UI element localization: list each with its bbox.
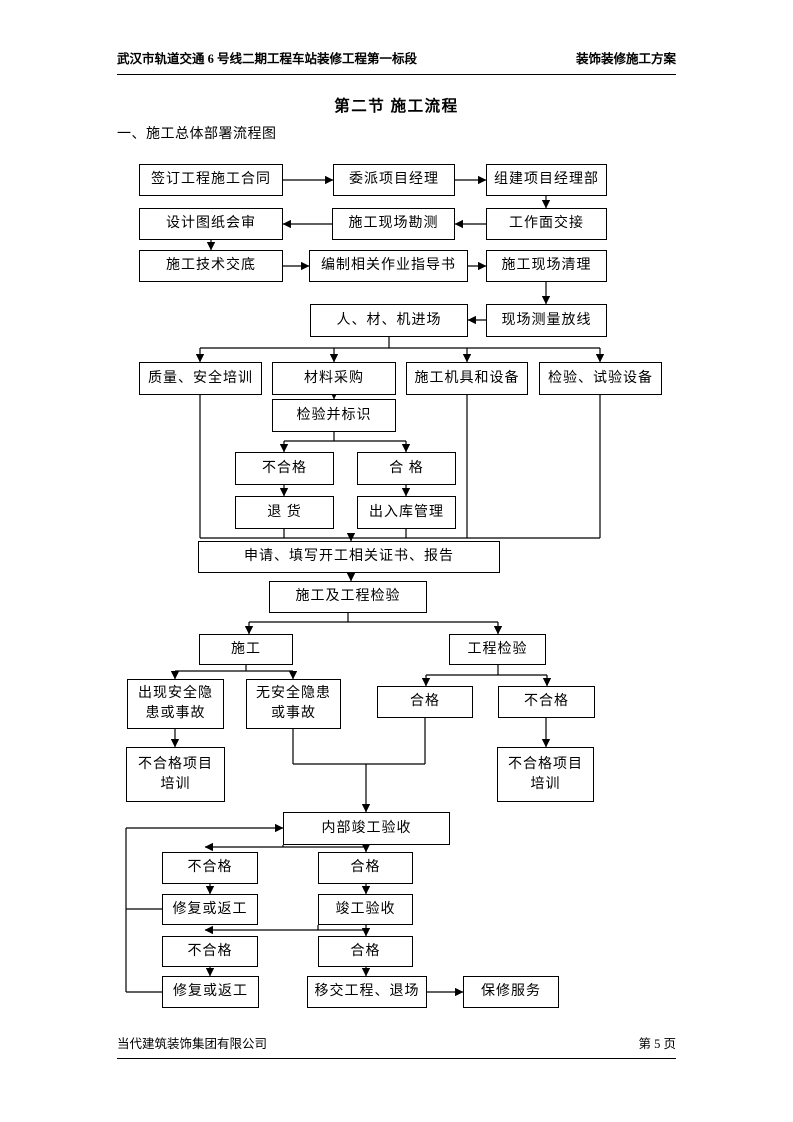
header-left-text: 武汉市轨道交通 6 号线二期工程车站装修工程第一标段 xyxy=(117,52,418,66)
flow-node-construction-site-survey: 施工现场勘测 xyxy=(332,208,455,240)
flow-node-internal-qualified: 合格 xyxy=(318,852,413,884)
section-title: 第二节 施工流程 xyxy=(334,98,459,115)
flow-node-project-inspection: 工程检验 xyxy=(449,634,546,665)
flow-node-personnel-material-machine-entry: 人、材、机进场 xyxy=(310,304,468,337)
flow-node-repair-or-rework-1: 修复或返工 xyxy=(162,894,258,925)
flow-node-final-unqualified: 不合格 xyxy=(162,936,258,967)
flow-node-warehouse-management: 出入库管理 xyxy=(357,496,456,529)
flow-node-repair-or-rework-2: 修复或返工 xyxy=(162,976,259,1008)
flow-node-inspection-unqualified: 不合格 xyxy=(498,686,595,718)
page-header: 武汉市轨道交通 6 号线二期工程车站装修工程第一标段 装饰装修施工方案 xyxy=(117,48,676,75)
flow-node-material-unqualified: 不合格 xyxy=(235,452,334,485)
flow-node-internal-unqualified: 不合格 xyxy=(162,852,258,884)
flow-node-warranty-service: 保修服务 xyxy=(463,976,559,1008)
flow-node-compile-work-instructions: 编制相关作业指导书 xyxy=(309,250,468,282)
flow-node-form-pm-department: 组建项目经理部 xyxy=(486,164,607,196)
flow-node-completion-acceptance: 竣工验收 xyxy=(318,894,413,925)
flow-node-safety-hazard-or-accident: 出现安全隐 患或事故 xyxy=(127,679,224,729)
flow-node-construction-tools-equipment: 施工机具和设备 xyxy=(406,362,528,395)
flow-node-inspection-qualified: 合格 xyxy=(377,686,473,718)
flow-node-site-cleanup: 施工现场清理 xyxy=(486,250,607,282)
flow-node-inspect-and-mark: 检验并标识 xyxy=(272,399,396,432)
flow-node-drawing-joint-review: 设计图纸会审 xyxy=(139,208,283,240)
flow-node-technical-disclosure: 施工技术交底 xyxy=(139,250,283,282)
flow-node-workface-handover: 工作面交接 xyxy=(486,208,607,240)
flow-node-unqualified-project-training-right: 不合格项目 培训 xyxy=(497,747,594,802)
flowchart-subtitle: 一、施工总体部署流程图 xyxy=(117,127,277,142)
footer-company-text: 当代建筑装饰集团有限公司 xyxy=(117,1037,268,1051)
flow-node-construction: 施工 xyxy=(199,634,293,665)
flow-node-return-goods: 退 货 xyxy=(235,496,334,529)
flow-node-site-measure-setting-out: 现场测量放线 xyxy=(486,304,607,337)
flow-node-quality-safety-training: 质量、安全培训 xyxy=(139,362,262,395)
flow-node-material-procurement: 材料采购 xyxy=(272,362,396,395)
flow-node-no-safety-hazard-or-accident: 无安全隐患 或事故 xyxy=(246,679,341,729)
flow-node-inspection-test-equipment: 检验、试验设备 xyxy=(539,362,662,395)
flow-node-construction-and-inspection: 施工及工程检验 xyxy=(269,581,427,613)
flow-node-material-qualified: 合 格 xyxy=(357,452,456,485)
flow-node-unqualified-project-training-left: 不合格项目 培训 xyxy=(126,747,225,802)
flow-node-handover-and-exit: 移交工程、退场 xyxy=(307,976,427,1008)
flow-node-apply-start-certificates-reports: 申请、填写开工相关证书、报告 xyxy=(198,541,500,573)
page-footer: 当代建筑装饰集团有限公司 第 5 页 xyxy=(117,1033,676,1059)
flow-node-sign-contract: 签订工程施工合同 xyxy=(139,164,283,196)
footer-page-number: 第 5 页 xyxy=(638,1037,676,1051)
flow-node-appoint-project-manager: 委派项目经理 xyxy=(333,164,455,196)
header-right-text: 装饰装修施工方案 xyxy=(575,52,676,66)
flow-node-internal-completion-acceptance: 内部竣工验收 xyxy=(283,812,450,845)
flow-node-final-qualified: 合格 xyxy=(318,936,413,967)
